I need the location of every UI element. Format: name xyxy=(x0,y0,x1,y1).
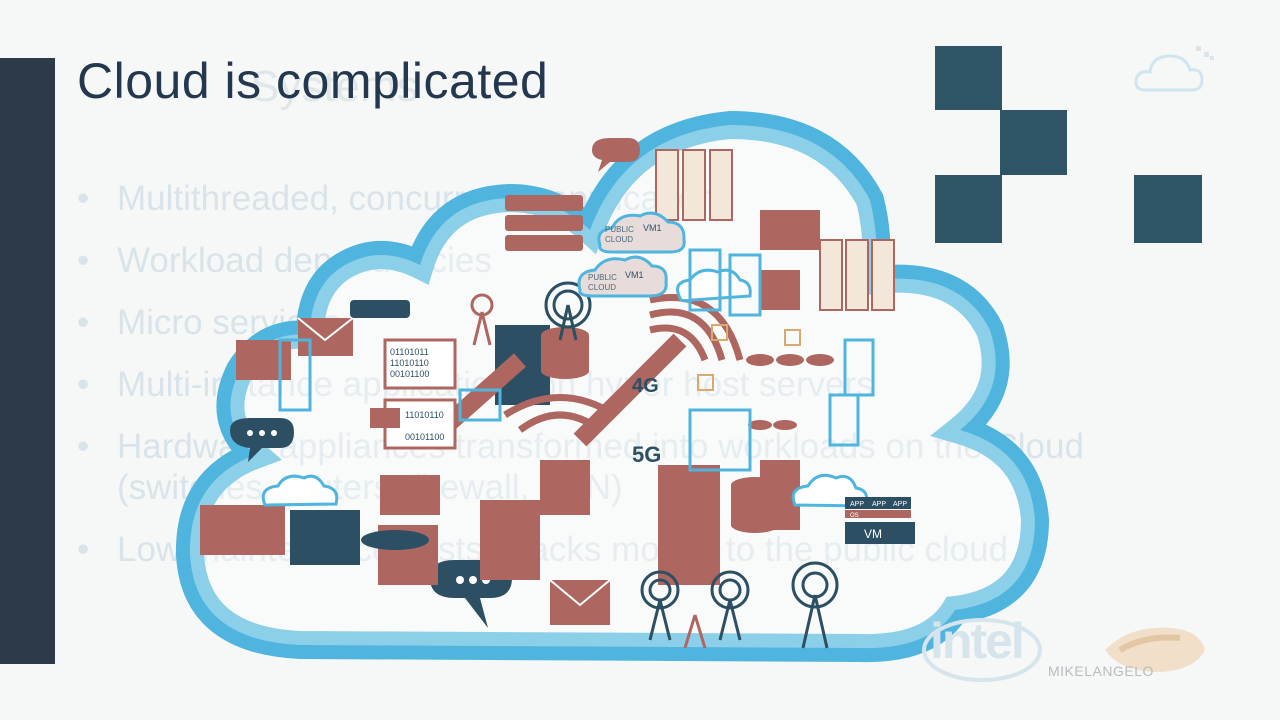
server-rack-icon xyxy=(655,149,895,311)
mikelangelo-logo-image xyxy=(1105,627,1205,672)
svg-text:VM1: VM1 xyxy=(625,270,644,280)
intel-logo-ring xyxy=(922,618,1042,682)
svg-text:11010110: 11010110 xyxy=(405,410,444,420)
svg-text:APP: APP xyxy=(893,501,907,508)
ghost-title: Systems xyxy=(250,62,419,111)
svg-text:APP: APP xyxy=(850,501,864,508)
small-cloud-icon xyxy=(1134,46,1214,92)
database-icon xyxy=(361,327,834,550)
svg-text:5G: 5G xyxy=(632,442,661,467)
network-device-icon xyxy=(278,248,875,472)
left-accent-bar xyxy=(0,58,55,664)
svg-text:VM: VM xyxy=(864,527,882,541)
svg-text:00101100: 00101100 xyxy=(390,369,429,379)
cloud-icon xyxy=(261,211,869,508)
svg-text:PUBLIC: PUBLIC xyxy=(605,225,634,234)
intel-logo: intel xyxy=(930,613,1025,669)
chat-bubble-icon xyxy=(230,418,294,462)
antenna-icon xyxy=(470,281,839,649)
svg-text:OS: OS xyxy=(850,513,859,519)
svg-text:PUBLIC: PUBLIC xyxy=(588,273,617,282)
vm-app-icon: APP APP APP OS VM xyxy=(845,497,915,544)
svg-text:VM1: VM1 xyxy=(643,223,662,233)
svg-text:00101100: 00101100 xyxy=(405,432,444,442)
server-icon xyxy=(200,195,820,585)
checkbox-icon xyxy=(697,324,801,391)
svg-text:11010110: 11010110 xyxy=(390,358,429,368)
illustration-labels: PUBLIC CLOUD VM1 PUBLIC CLOUD VM1 5G 4G … xyxy=(390,223,662,467)
svg-text:CLOUD: CLOUD xyxy=(605,235,633,244)
mikelangelo-logo: MIKELANGELO xyxy=(1048,663,1154,679)
svg-text:APP: APP xyxy=(872,501,886,508)
svg-text:CLOUD: CLOUD xyxy=(588,283,616,292)
wifi-icon xyxy=(503,294,744,433)
slide-title: Cloud is complicated xyxy=(77,53,549,109)
envelope-icon xyxy=(297,317,611,625)
chat-bubble-icon xyxy=(592,138,640,172)
cloud-outline xyxy=(175,110,1050,663)
svg-text:01101011: 01101011 xyxy=(390,347,429,357)
router-icon xyxy=(350,300,457,450)
svg-text:4G: 4G xyxy=(632,375,659,397)
